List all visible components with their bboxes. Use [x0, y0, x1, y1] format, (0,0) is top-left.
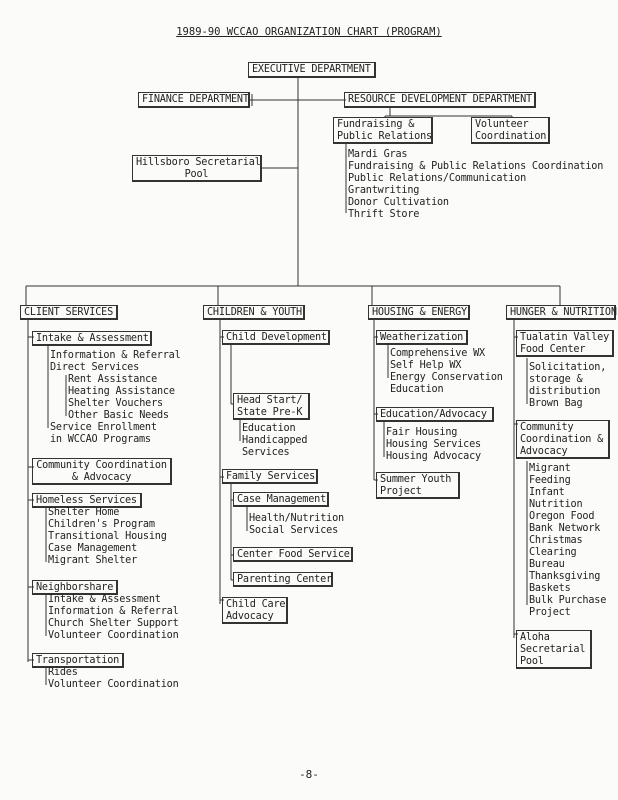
list-item: Church Shelter Support — [48, 618, 179, 629]
list-item: Thanksgiving Baskets — [529, 571, 601, 594]
children-youth-header: CHILDREN & YOUTH — [203, 305, 305, 320]
hunger-community-box: Community Coordination & Advocacy — [516, 420, 610, 459]
child-development-box: Child Development — [222, 330, 330, 345]
client-services-header: CLIENT SERVICES — [20, 305, 118, 320]
list-item: Fundraising & Public Relations Coordinat… — [348, 161, 604, 172]
list-item: Rent Assistance — [68, 374, 158, 385]
list-item: Brown Bag — [529, 398, 583, 409]
list-item: Comprehensive WX — [390, 348, 485, 359]
fundraising-box: Fundraising & Public Relations — [333, 117, 433, 144]
child-care-advocacy-box: Child Care Advocacy — [222, 597, 288, 624]
list-item: Children's Program — [48, 519, 155, 530]
tualatin-valley-box: Tualatin Valley Food Center — [516, 330, 614, 357]
list-item: Volunteer Coordination — [48, 679, 179, 690]
list-item: Solicitation, storage & distribution — [529, 362, 607, 397]
list-item: Intake & Assessment — [48, 594, 161, 605]
list-item: Oregon Food Bank Network — [529, 511, 601, 534]
list-item: Self Help WX — [390, 360, 462, 371]
aloha-secretarial-box: Aloha Secretarial Pool — [516, 630, 592, 669]
list-item: Information & Referral — [48, 606, 179, 617]
community-coordination-box: Community Coordination & Advocacy — [32, 458, 172, 485]
summer-youth-box: Summer Youth Project — [376, 472, 460, 499]
list-item: Public Relations/Communication — [348, 173, 527, 184]
list-item: Donor Cultivation — [348, 197, 449, 208]
neighborshare-box: Neighborshare — [32, 580, 118, 595]
case-management-box: Case Management — [233, 492, 329, 507]
list-item: Handicapped Services — [242, 435, 308, 458]
list-item: Thrift Store — [348, 209, 420, 220]
list-item: Rides — [48, 667, 78, 678]
chart-title: 1989-90 WCCAO ORGANIZATION CHART (PROGRA… — [176, 26, 442, 38]
list-item: Housing Advocacy — [386, 451, 481, 462]
weatherization-box: Weatherization — [376, 330, 468, 345]
homeless-services-box: Homeless Services — [32, 493, 142, 508]
list-item: Service Enrollment in WCCAO Programs — [50, 422, 157, 445]
education-advocacy-box: Education/Advocacy — [376, 407, 494, 422]
housing-energy-header: HOUSING & ENERGY — [368, 305, 470, 320]
list-item: Transitional Housing — [48, 531, 167, 542]
list-item: Social Services — [249, 525, 339, 536]
list-item: Fair Housing — [386, 427, 458, 438]
list-item: Other Basic Needs — [68, 410, 169, 421]
list-item: Volunteer Coordination — [48, 630, 179, 641]
list-item: Grantwriting — [348, 185, 420, 196]
center-food-service-box: Center Food Service — [233, 547, 353, 562]
list-item: Infant Nutrition — [529, 487, 583, 510]
volunteer-coordination-box: Volunteer Coordination — [471, 117, 550, 144]
list-item: Shelter Home — [48, 507, 120, 518]
parenting-center-box: Parenting Center — [233, 572, 333, 587]
list-item: Education — [242, 423, 296, 434]
list-item: Health/Nutrition — [249, 513, 344, 524]
list-item: Energy Conservation Education — [390, 372, 503, 395]
list-item: Mardi Gras — [348, 149, 408, 160]
list-item: Migrant Feeding — [529, 463, 571, 486]
executive-department-box: EXECUTIVE DEPARTMENT — [248, 62, 376, 78]
list-item: Housing Services — [386, 439, 481, 450]
family-services-box: Family Services — [222, 469, 318, 484]
list-item: Migrant Shelter — [48, 555, 138, 566]
list-item: Case Management — [48, 543, 138, 554]
intake-assessment-box: Intake & Assessment — [32, 331, 152, 346]
page-number: -8- — [299, 768, 319, 781]
resource-development-box: RESOURCE DEVELOPMENT DEPARTMENT — [344, 92, 536, 108]
list-item: Direct Services — [50, 362, 140, 373]
head-start-box: Head Start/ State Pre-K — [233, 393, 310, 420]
finance-department-box: FINANCE DEPARTMENT — [138, 92, 250, 108]
list-item: Shelter Vouchers — [68, 398, 163, 409]
transportation-box: Transportation — [32, 653, 124, 668]
list-item: Bulk Purchase Project — [529, 595, 607, 618]
list-item: Christmas Clearing Bureau — [529, 535, 583, 570]
hunger-nutrition-header: HUNGER & NUTRITION — [506, 305, 617, 320]
hillsboro-secretarial-box: Hillsboro Secretarial Pool — [132, 155, 262, 182]
list-item: Information & Referral — [50, 350, 181, 361]
list-item: Heating Assistance — [68, 386, 175, 397]
